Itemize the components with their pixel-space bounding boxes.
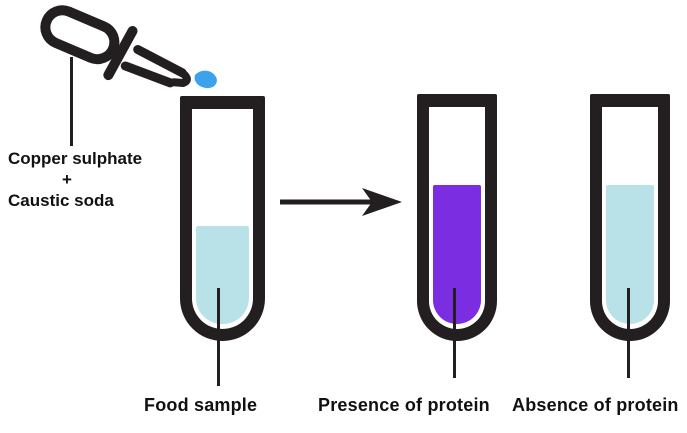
liquid-food-sample [196, 226, 249, 324]
leader-line-food-sample [217, 288, 220, 386]
reagent-line2: Caustic soda [8, 191, 114, 210]
reagent-plus: + [62, 170, 72, 189]
liquid-drop-icon [194, 70, 217, 89]
caption-food-sample: Food sample [144, 395, 258, 415]
caption-presence-of-protein: Presence of protein [318, 395, 490, 415]
test-tube-absence [590, 94, 670, 341]
test-tube-food-sample [180, 96, 265, 341]
leader-line-presence [453, 288, 456, 378]
dropper-icon [40, 5, 191, 88]
caption-absence-of-protein: Absence of protein [512, 395, 679, 415]
reagent-line1: Copper sulphate [8, 149, 143, 168]
liquid-presence [433, 185, 481, 324]
liquid-absence [606, 185, 654, 324]
right-arrow-icon [280, 188, 402, 216]
leader-line-absence [627, 288, 630, 378]
reagent-label: Copper sulphate + Caustic soda [8, 148, 142, 211]
test-tube-presence [417, 94, 497, 341]
leader-line-reagent [70, 57, 73, 146]
